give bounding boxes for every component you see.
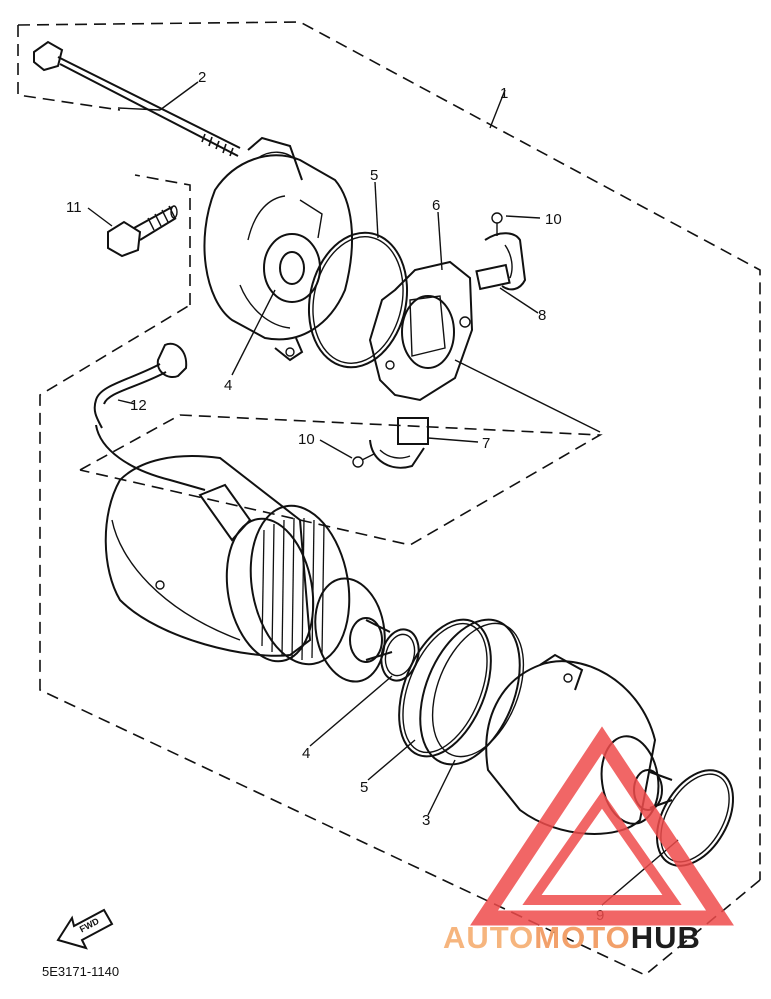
callout-10-lower: 10 xyxy=(298,431,315,448)
brush-upper xyxy=(475,212,527,291)
rear-cover xyxy=(203,136,354,362)
plate-connector xyxy=(454,359,601,433)
callout-4-lower: 4 xyxy=(302,745,310,762)
fwd-arrow-icon: FWD xyxy=(56,908,114,950)
svg-text:AUTOMOTOHUB: AUTOMOTOHUB xyxy=(443,920,701,955)
callout-3: 3 xyxy=(422,812,430,829)
callout-10-upper: 10 xyxy=(545,211,562,228)
o-ring-rear xyxy=(307,231,409,369)
assembly-boundary xyxy=(17,21,761,976)
brush-lower xyxy=(352,417,429,469)
mounting-bolt xyxy=(107,205,178,258)
callouts: 1 2 3 4 4 5 5 6 7 8 9 10 10 11 12 xyxy=(66,69,604,924)
callout-12: 12 xyxy=(130,397,147,414)
callout-6: 6 xyxy=(432,197,440,214)
washer-front xyxy=(380,628,420,682)
callout-2: 2 xyxy=(198,69,206,86)
leader-lines xyxy=(87,81,679,906)
callout-11: 11 xyxy=(66,199,82,216)
callout-8: 8 xyxy=(538,307,546,324)
through-bolt xyxy=(33,40,241,157)
callout-5-lower: 5 xyxy=(360,779,368,796)
watermark-logo xyxy=(470,726,734,926)
lead-wire xyxy=(93,342,206,491)
callout-5-upper: 5 xyxy=(370,167,378,184)
callout-4-upper: 4 xyxy=(224,377,232,394)
part-number: 5E3171-1140 xyxy=(42,964,119,979)
o-ring-front xyxy=(398,618,492,758)
o-ring-shaft xyxy=(656,769,734,867)
gasket-ring xyxy=(419,618,525,766)
callout-7: 7 xyxy=(482,435,490,452)
motor-yoke xyxy=(104,455,393,683)
brush-holder-plate xyxy=(368,260,474,402)
callout-1: 1 xyxy=(500,85,508,102)
watermark-text: AUTOMOTOHUB xyxy=(443,920,701,955)
